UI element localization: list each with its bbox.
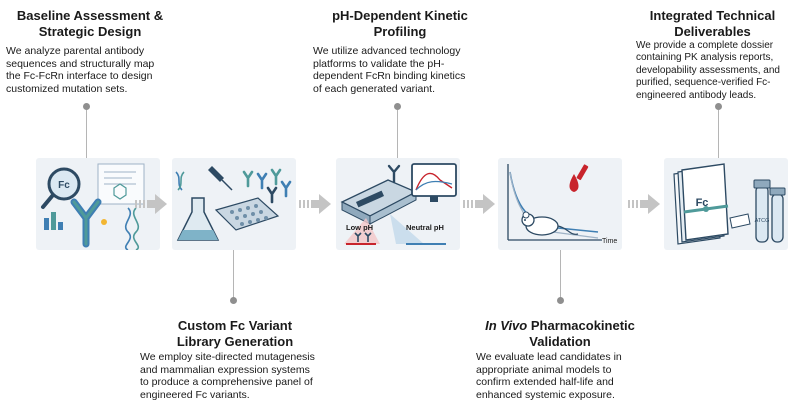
step-4-description: We evaluate lead candidates in appropria… bbox=[476, 351, 656, 401]
step-5-desc-line: developability assessments, and bbox=[636, 64, 780, 76]
step-1-desc-line: We analyze parental antibody bbox=[6, 45, 145, 57]
step-4-connector-line bbox=[560, 250, 561, 298]
step-3-desc-line: We utilize advanced technology bbox=[313, 45, 461, 57]
step-4-desc-line: appropriate animal models to bbox=[476, 363, 612, 376]
step-3-title-line-1: pH-Dependent Kinetic bbox=[332, 8, 468, 23]
step-5-title: Integrated Technical Deliverables bbox=[625, 8, 800, 40]
low-ph-label: Low pH bbox=[346, 223, 373, 232]
step-2-desc-line: to produce a comprehensive panel of bbox=[140, 376, 313, 389]
step-5-description: We provide a complete dossier containing… bbox=[636, 40, 800, 102]
step-4-desc-line: confirm extended half-life and bbox=[476, 376, 614, 389]
step-5-connector-line bbox=[718, 110, 719, 158]
step-5-desc-line: engineered antibody leads. bbox=[636, 89, 757, 101]
fc-label: Fc bbox=[58, 180, 70, 191]
step-4-title-rest: Pharmacokinetic bbox=[527, 318, 635, 333]
arrow-right-icon bbox=[463, 194, 495, 214]
step-2-description: We employ site-directed mutagenesis and … bbox=[140, 351, 330, 401]
step-2-connector-dot bbox=[230, 297, 237, 304]
mouse-pk-curve-icon: Time bbox=[507, 164, 617, 245]
step-2-illustration bbox=[172, 158, 296, 250]
binder-fc-label: Fc bbox=[696, 197, 709, 209]
step-5-connector-dot bbox=[715, 103, 722, 110]
step-3-desc-line: dependent FcRn binding kinetics bbox=[313, 70, 466, 83]
flask-pipette-icon bbox=[175, 166, 292, 241]
step-1-connector-dot bbox=[83, 103, 90, 110]
tube-atcg-label: ATCG bbox=[755, 218, 770, 224]
step-5-desc-line: We provide a complete dossier bbox=[636, 40, 774, 51]
step-3-description: We utilize advanced technology platforms… bbox=[313, 45, 493, 95]
step-3-desc-line: of each generated variant. bbox=[313, 82, 436, 95]
step-5-title-line-2: Deliverables bbox=[674, 24, 751, 39]
sensor-monitor-icon: Low pH Neutral pH bbox=[340, 163, 457, 245]
step-3-illustration: Low pH Neutral pH bbox=[336, 158, 460, 250]
step-4-desc-line: enhanced systemic exposure. bbox=[476, 388, 615, 401]
step-2-desc-line: and mammalian expression systems bbox=[140, 363, 310, 376]
step-1-desc-line: sequences and structurally map bbox=[6, 57, 155, 70]
step-2-desc-line: engineered Fc variants. bbox=[140, 388, 250, 401]
step-3-desc-line: platforms to validate the pH- bbox=[313, 57, 445, 70]
step-4-illustration: Time bbox=[498, 158, 622, 250]
step-4-connector-dot bbox=[557, 297, 564, 304]
step-5-desc-line: purified, sequence-verified Fc- bbox=[636, 77, 771, 89]
step-2-connector-line bbox=[233, 250, 234, 298]
flow-arrow-4 bbox=[628, 193, 660, 215]
step-1-title: Baseline Assessment & Strategic Design bbox=[5, 8, 175, 40]
step-5-illustration: Fc ATCG bbox=[664, 158, 788, 250]
flow-arrow-1 bbox=[135, 193, 167, 215]
step-4-title: In Vivo Pharmacokinetic Validation bbox=[460, 318, 660, 350]
binder-tubes-icon: Fc ATCG bbox=[673, 163, 786, 245]
magnifier-antibody-icon: Fc bbox=[41, 163, 145, 250]
step-1-description: We analyze parental antibody sequences a… bbox=[6, 45, 186, 95]
step-3-title-line-2: Profiling bbox=[373, 24, 427, 39]
step-1-title-line-2: Strategic Design bbox=[38, 24, 142, 39]
step-4-desc-line: We evaluate lead candidates in bbox=[476, 351, 622, 363]
neutral-ph-label: Neutral pH bbox=[406, 223, 444, 232]
flow-arrow-2 bbox=[299, 193, 331, 215]
step-2-title: Custom Fc Variant Library Generation bbox=[150, 318, 320, 350]
arrow-right-icon bbox=[628, 194, 660, 214]
flow-arrow-3 bbox=[463, 193, 495, 215]
step-5-title-line-1: Integrated Technical bbox=[649, 8, 776, 23]
step-2-title-line-1: Custom Fc Variant bbox=[177, 318, 293, 333]
step-5-desc-line: containing PK analysis reports, bbox=[636, 52, 774, 64]
time-axis-label: Time bbox=[602, 238, 617, 245]
step-3-title: pH-Dependent Kinetic Profiling bbox=[300, 8, 500, 40]
step-3-connector-line bbox=[397, 110, 398, 158]
step-1-desc-line: customized mutation sets. bbox=[6, 82, 128, 95]
step-2-desc-line: We employ site-directed mutagenesis bbox=[140, 351, 315, 363]
step-4-title-line-1: In Vivo Pharmacokinetic bbox=[460, 318, 660, 334]
step-2-title-line-2: Library Generation bbox=[176, 334, 294, 349]
arrow-right-icon bbox=[299, 194, 331, 214]
step-4-title-line-2: Validation bbox=[529, 334, 591, 349]
arrow-right-icon bbox=[135, 194, 167, 214]
step-1-title-line-1: Baseline Assessment & bbox=[16, 8, 164, 23]
step-4-title-italic: In Vivo bbox=[485, 318, 528, 333]
step-3-connector-dot bbox=[394, 103, 401, 110]
step-1-connector-line bbox=[86, 110, 87, 158]
step-1-desc-line: the Fc-FcRn interface to design bbox=[6, 70, 153, 83]
